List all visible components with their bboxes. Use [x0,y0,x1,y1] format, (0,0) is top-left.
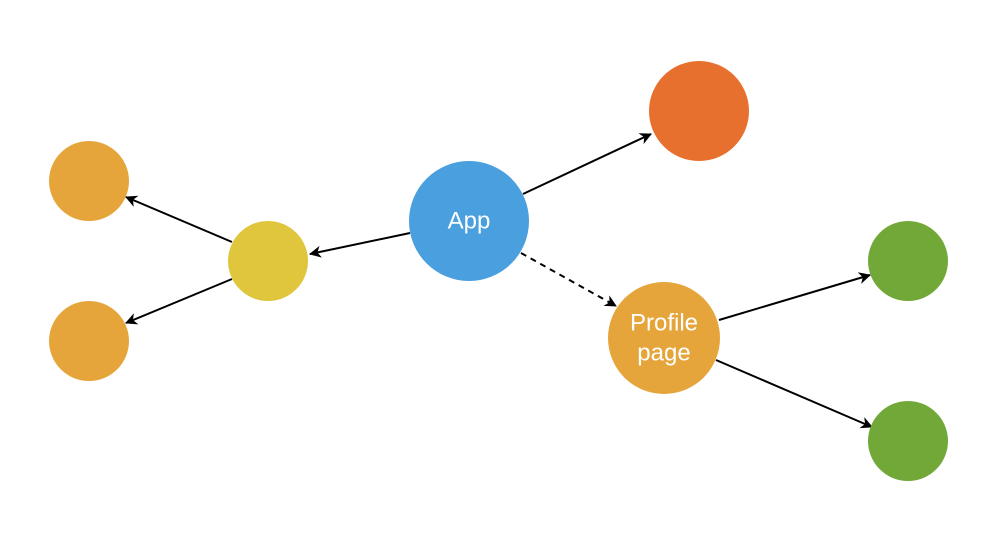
node-middle-left[interactable] [228,221,308,301]
edge-profile-page-to-right-top [718,272,871,321]
node-profile-page-label-line1: Profile [630,309,698,336]
edges [125,133,873,429]
node-app[interactable] [409,161,529,281]
edge-app-to-top-right [522,133,652,195]
nodes [49,61,948,481]
node-left-bottom[interactable] [49,301,129,381]
edge-app-to-profile-page [520,252,617,307]
node-profile-page-label-line2: page [637,339,690,366]
node-labels: App Profile page [448,207,698,366]
node-top-right[interactable] [649,61,749,161]
node-app-label: App [448,207,491,234]
node-right-top[interactable] [868,221,948,301]
edge-middle-left-to-left-bottom [125,278,233,325]
node-left-top[interactable] [49,141,129,221]
edge-middle-left-to-left-top [125,195,233,243]
node-right-bottom[interactable] [868,401,948,481]
edge-profile-page-to-right-bottom [715,359,873,429]
edge-app-to-middle-left [309,232,411,258]
node-profile-page[interactable] [608,282,720,394]
